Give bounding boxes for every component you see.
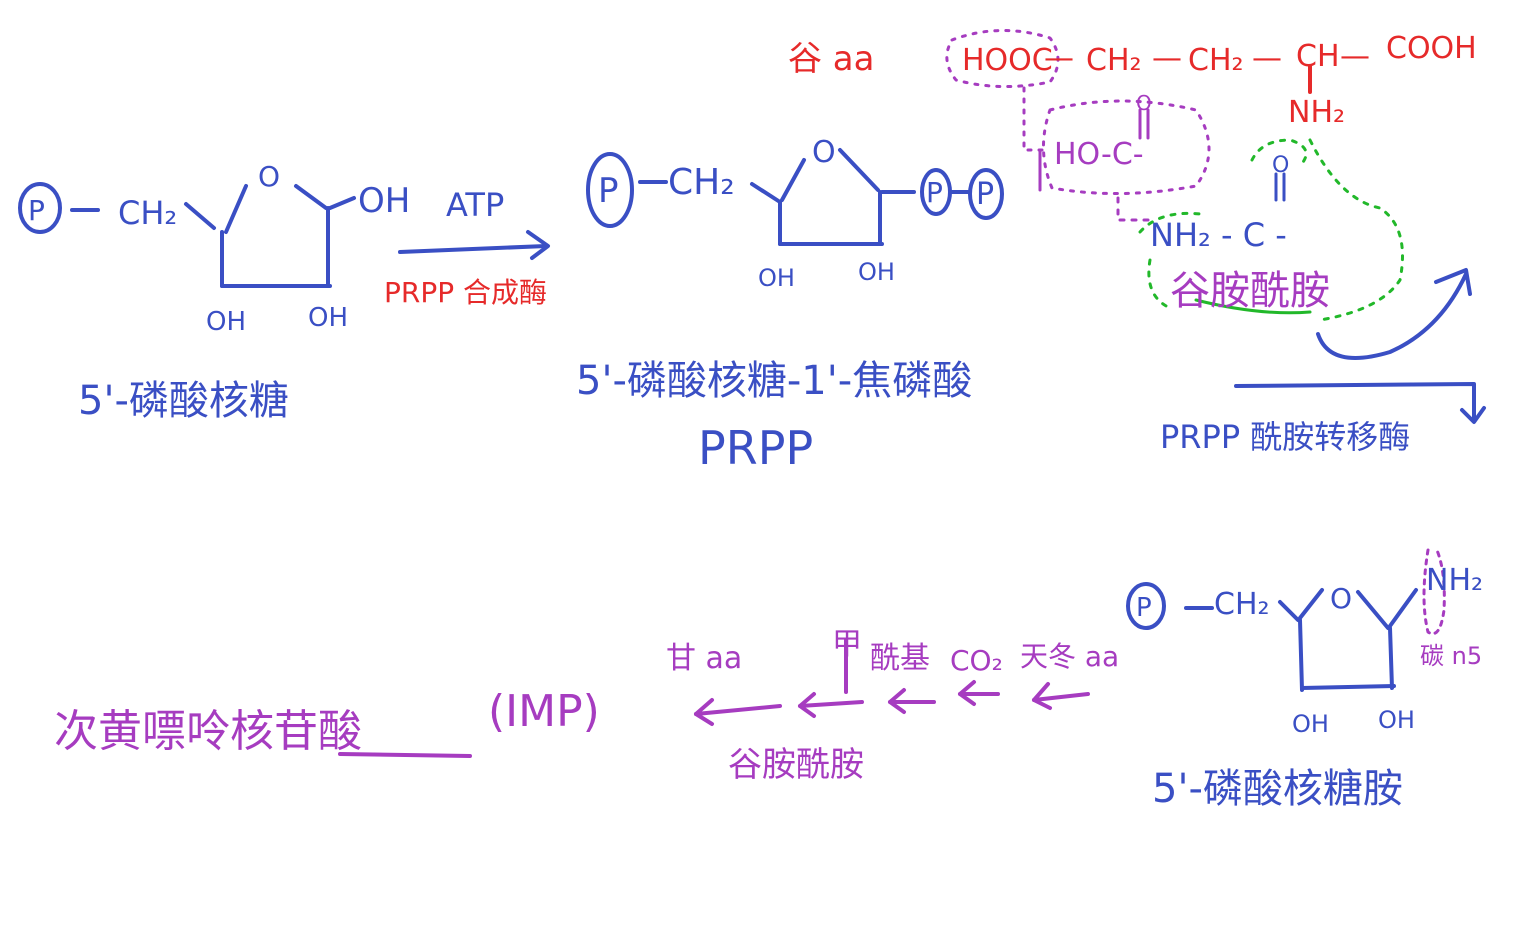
- chain-hooc: HOOC: [962, 43, 1053, 78]
- chain-ch2-2: CH₂: [1188, 43, 1244, 78]
- pathway-co2: CO₂: [950, 644, 1003, 677]
- purple-carbonyl: [1038, 108, 1150, 192]
- bracket-arrow: [1234, 382, 1486, 424]
- m2-ch2: CH₂: [668, 162, 735, 203]
- m2-pyrophosphate-1: P: [926, 176, 943, 209]
- amide-carbonyl-o: O: [1272, 153, 1289, 178]
- pathway-aspartate: 天冬 aa: [1020, 640, 1119, 673]
- ring-bond-c4-o: [780, 158, 806, 202]
- reaction1-enzyme: PRPP 合成酶: [384, 276, 547, 309]
- chain-cooh: COOH: [1386, 31, 1477, 66]
- m1-oh-c3: OH: [308, 303, 348, 333]
- m3-nh2: NH₂: [1426, 563, 1483, 598]
- m1-phosphate: P: [28, 194, 45, 227]
- m3-ring-oxygen: O: [1330, 582, 1352, 615]
- reaction1-cofactor: ATP: [446, 186, 504, 224]
- glutamine-label: 谷胺酰胺: [1170, 268, 1330, 314]
- hooc-dashed-circle: [945, 28, 1060, 88]
- bond-ch2-ring: [750, 182, 782, 204]
- m3-name: 5'-磷酸核糖胺: [1152, 766, 1403, 812]
- m2-oh-c2: OH: [758, 264, 795, 292]
- m2-phosphate: P: [598, 171, 619, 211]
- m3-ch2: CH₂: [1214, 587, 1270, 622]
- arrow-4: [958, 680, 1000, 706]
- bond-c1-nh2: [1388, 588, 1418, 628]
- m1-ch2: CH₂: [118, 194, 177, 232]
- molecule-ribose-5-phosphate: [18, 182, 356, 288]
- m3-oh-c3: OH: [1378, 706, 1415, 734]
- ho-c-dashed-circle: [1042, 99, 1211, 196]
- underline-product: [338, 752, 472, 758]
- amidotransferase-label: PRPP 酰胺转移酶: [1160, 418, 1410, 456]
- ring-bond-c4-o: [1298, 588, 1324, 620]
- arrow-1: [694, 698, 782, 726]
- pathway-glutamine: 谷胺酰胺: [728, 745, 864, 785]
- m2-ring-oxygen: O: [812, 135, 836, 170]
- ring-bond-o-c1: [838, 148, 880, 192]
- pathway-formyl: 酰基: [870, 641, 930, 676]
- bond-ch2-ring: [1278, 600, 1300, 622]
- purple-dashed-bracket: [1116, 196, 1152, 222]
- m1-oh-c2: OH: [206, 307, 246, 337]
- chain-ch: CH: [1296, 39, 1340, 74]
- m2-pyrophosphate-2: P: [976, 177, 994, 212]
- chain-ch2-1: CH₂: [1086, 43, 1142, 78]
- ring-bond-o-c1: [294, 184, 328, 210]
- green-dashed-nh2: [1138, 211, 1202, 310]
- product-name: 次黄嘌呤核苷酸: [54, 706, 362, 757]
- chain-dash-1: —: [1044, 41, 1074, 76]
- m1-name: 5'-磷酸核糖: [78, 378, 289, 424]
- glutamate-label: 谷 aa: [788, 39, 874, 79]
- phosphate-circle: [1126, 582, 1166, 630]
- nh2-highlight: [1422, 546, 1446, 636]
- m3-oh-c2: OH: [1292, 710, 1329, 738]
- green-dashes: [1138, 138, 1404, 322]
- ring-bond-o-c1: [1356, 590, 1390, 630]
- m3-phosphate: P: [1136, 593, 1152, 623]
- purple-carbonyl-o: O: [1136, 91, 1152, 115]
- ring-left: [1298, 618, 1304, 692]
- glutamate-nh2: NH₂: [1288, 95, 1345, 130]
- m1-oh-c1: OH: [358, 181, 410, 221]
- chain-dash-3: —: [1252, 41, 1282, 76]
- chain-dash-2: —: [1152, 41, 1182, 76]
- arrow-2: [798, 692, 864, 718]
- green-dashed-loop: [1308, 138, 1404, 322]
- arrow-5: [1032, 682, 1090, 710]
- molecule-prpp: [586, 148, 1004, 246]
- arrow-3: [888, 688, 936, 714]
- green-dashed-circle-top: [1250, 138, 1308, 168]
- amide-structure: [1274, 172, 1286, 202]
- phosphate-circle: [586, 152, 634, 228]
- reaction-arrow-1: [398, 230, 550, 260]
- m1-ring-oxygen: O: [258, 160, 280, 193]
- product-abbr: (IMP): [488, 686, 600, 737]
- curved-arrow-glutamine: [1316, 268, 1472, 360]
- purple-ho-c: HO-C-: [1054, 137, 1144, 172]
- m3-note: 碳 n5: [1420, 642, 1482, 670]
- pathway-glycine: 甘 aa: [666, 641, 742, 676]
- pathway-arrows: [338, 638, 1090, 758]
- bond-c1-oh: [328, 196, 356, 210]
- molecule-phosphoribosylamine: [1126, 582, 1418, 692]
- green-solid: [1194, 298, 1312, 315]
- phosphate-circle: [18, 182, 62, 234]
- ring-right: [1388, 626, 1394, 690]
- m2-name: 5'-磷酸核糖-1'-焦磷酸: [576, 358, 972, 404]
- chain-dash-4: —: [1340, 39, 1370, 74]
- m2-abbr: PRPP: [698, 421, 813, 475]
- ring-bond-c4-o: [224, 184, 248, 234]
- ring-bottom: [1300, 684, 1396, 690]
- pathway-methyl: 甲: [832, 627, 862, 662]
- amide-nh2-c: NH₂ - C -: [1150, 216, 1287, 254]
- bond-ch2-ring: [184, 202, 216, 230]
- m2-oh-c3: OH: [858, 258, 895, 286]
- pyrophosphate-circle-2: [968, 168, 1004, 220]
